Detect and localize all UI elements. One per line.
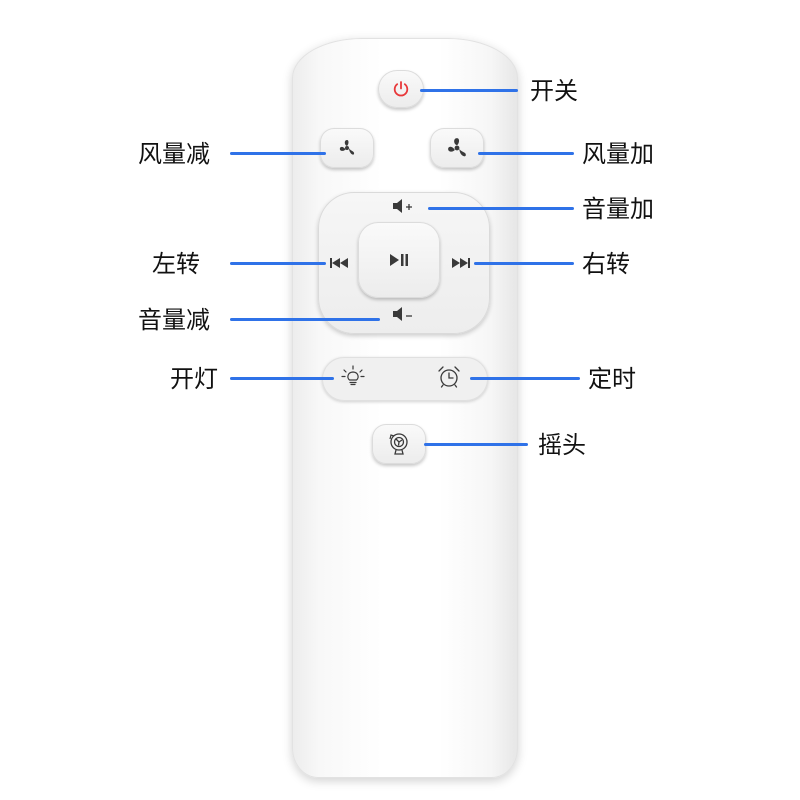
callout-line-swing xyxy=(424,443,528,446)
callout-line-fan-up xyxy=(478,152,574,155)
label-power: 开关 xyxy=(530,77,578,105)
callout-line-volume-up xyxy=(428,207,574,210)
function-bar xyxy=(322,357,488,401)
power-icon xyxy=(392,80,410,98)
label-light: 开灯 xyxy=(170,365,218,393)
fan-icon xyxy=(445,136,469,160)
label-fan-up: 风量加 xyxy=(582,140,654,168)
previous-track-icon xyxy=(329,254,351,273)
label-fan-down: 风量减 xyxy=(138,140,210,168)
play-pause-icon xyxy=(389,253,409,267)
callout-line-timer xyxy=(470,377,580,380)
timer-button[interactable] xyxy=(424,360,474,398)
play-pause-button[interactable] xyxy=(358,222,440,298)
callout-line-turn-left xyxy=(230,262,326,265)
swing-button[interactable] xyxy=(372,424,426,464)
power-button[interactable] xyxy=(378,70,424,108)
turn-left-button[interactable] xyxy=(320,248,360,278)
callout-line-turn-right xyxy=(474,262,574,265)
label-volume-down: 音量减 xyxy=(138,306,210,334)
alarm-clock-icon xyxy=(436,364,462,394)
callout-line-fan-down xyxy=(230,152,326,155)
callout-line-power xyxy=(420,89,518,92)
light-button[interactable] xyxy=(328,360,378,398)
turn-right-button[interactable] xyxy=(440,248,480,278)
callout-line-light xyxy=(230,377,334,380)
volume-down-icon xyxy=(391,306,417,326)
fan-up-button[interactable] xyxy=(430,128,484,168)
oscillate-icon xyxy=(386,431,412,457)
callout-line-volume-down xyxy=(230,318,380,321)
fan-down-button[interactable] xyxy=(320,128,374,168)
fan-icon xyxy=(336,137,358,159)
volume-down-button[interactable] xyxy=(370,302,438,330)
label-volume-up: 音量加 xyxy=(582,195,654,223)
label-timer: 定时 xyxy=(588,365,636,393)
label-swing: 摇头 xyxy=(538,431,586,459)
light-bulb-icon xyxy=(340,364,366,394)
label-turn-left: 左转 xyxy=(152,250,200,278)
next-track-icon xyxy=(449,254,471,273)
volume-up-icon xyxy=(391,198,417,218)
label-turn-right: 右转 xyxy=(582,250,630,278)
volume-up-button[interactable] xyxy=(370,194,438,222)
